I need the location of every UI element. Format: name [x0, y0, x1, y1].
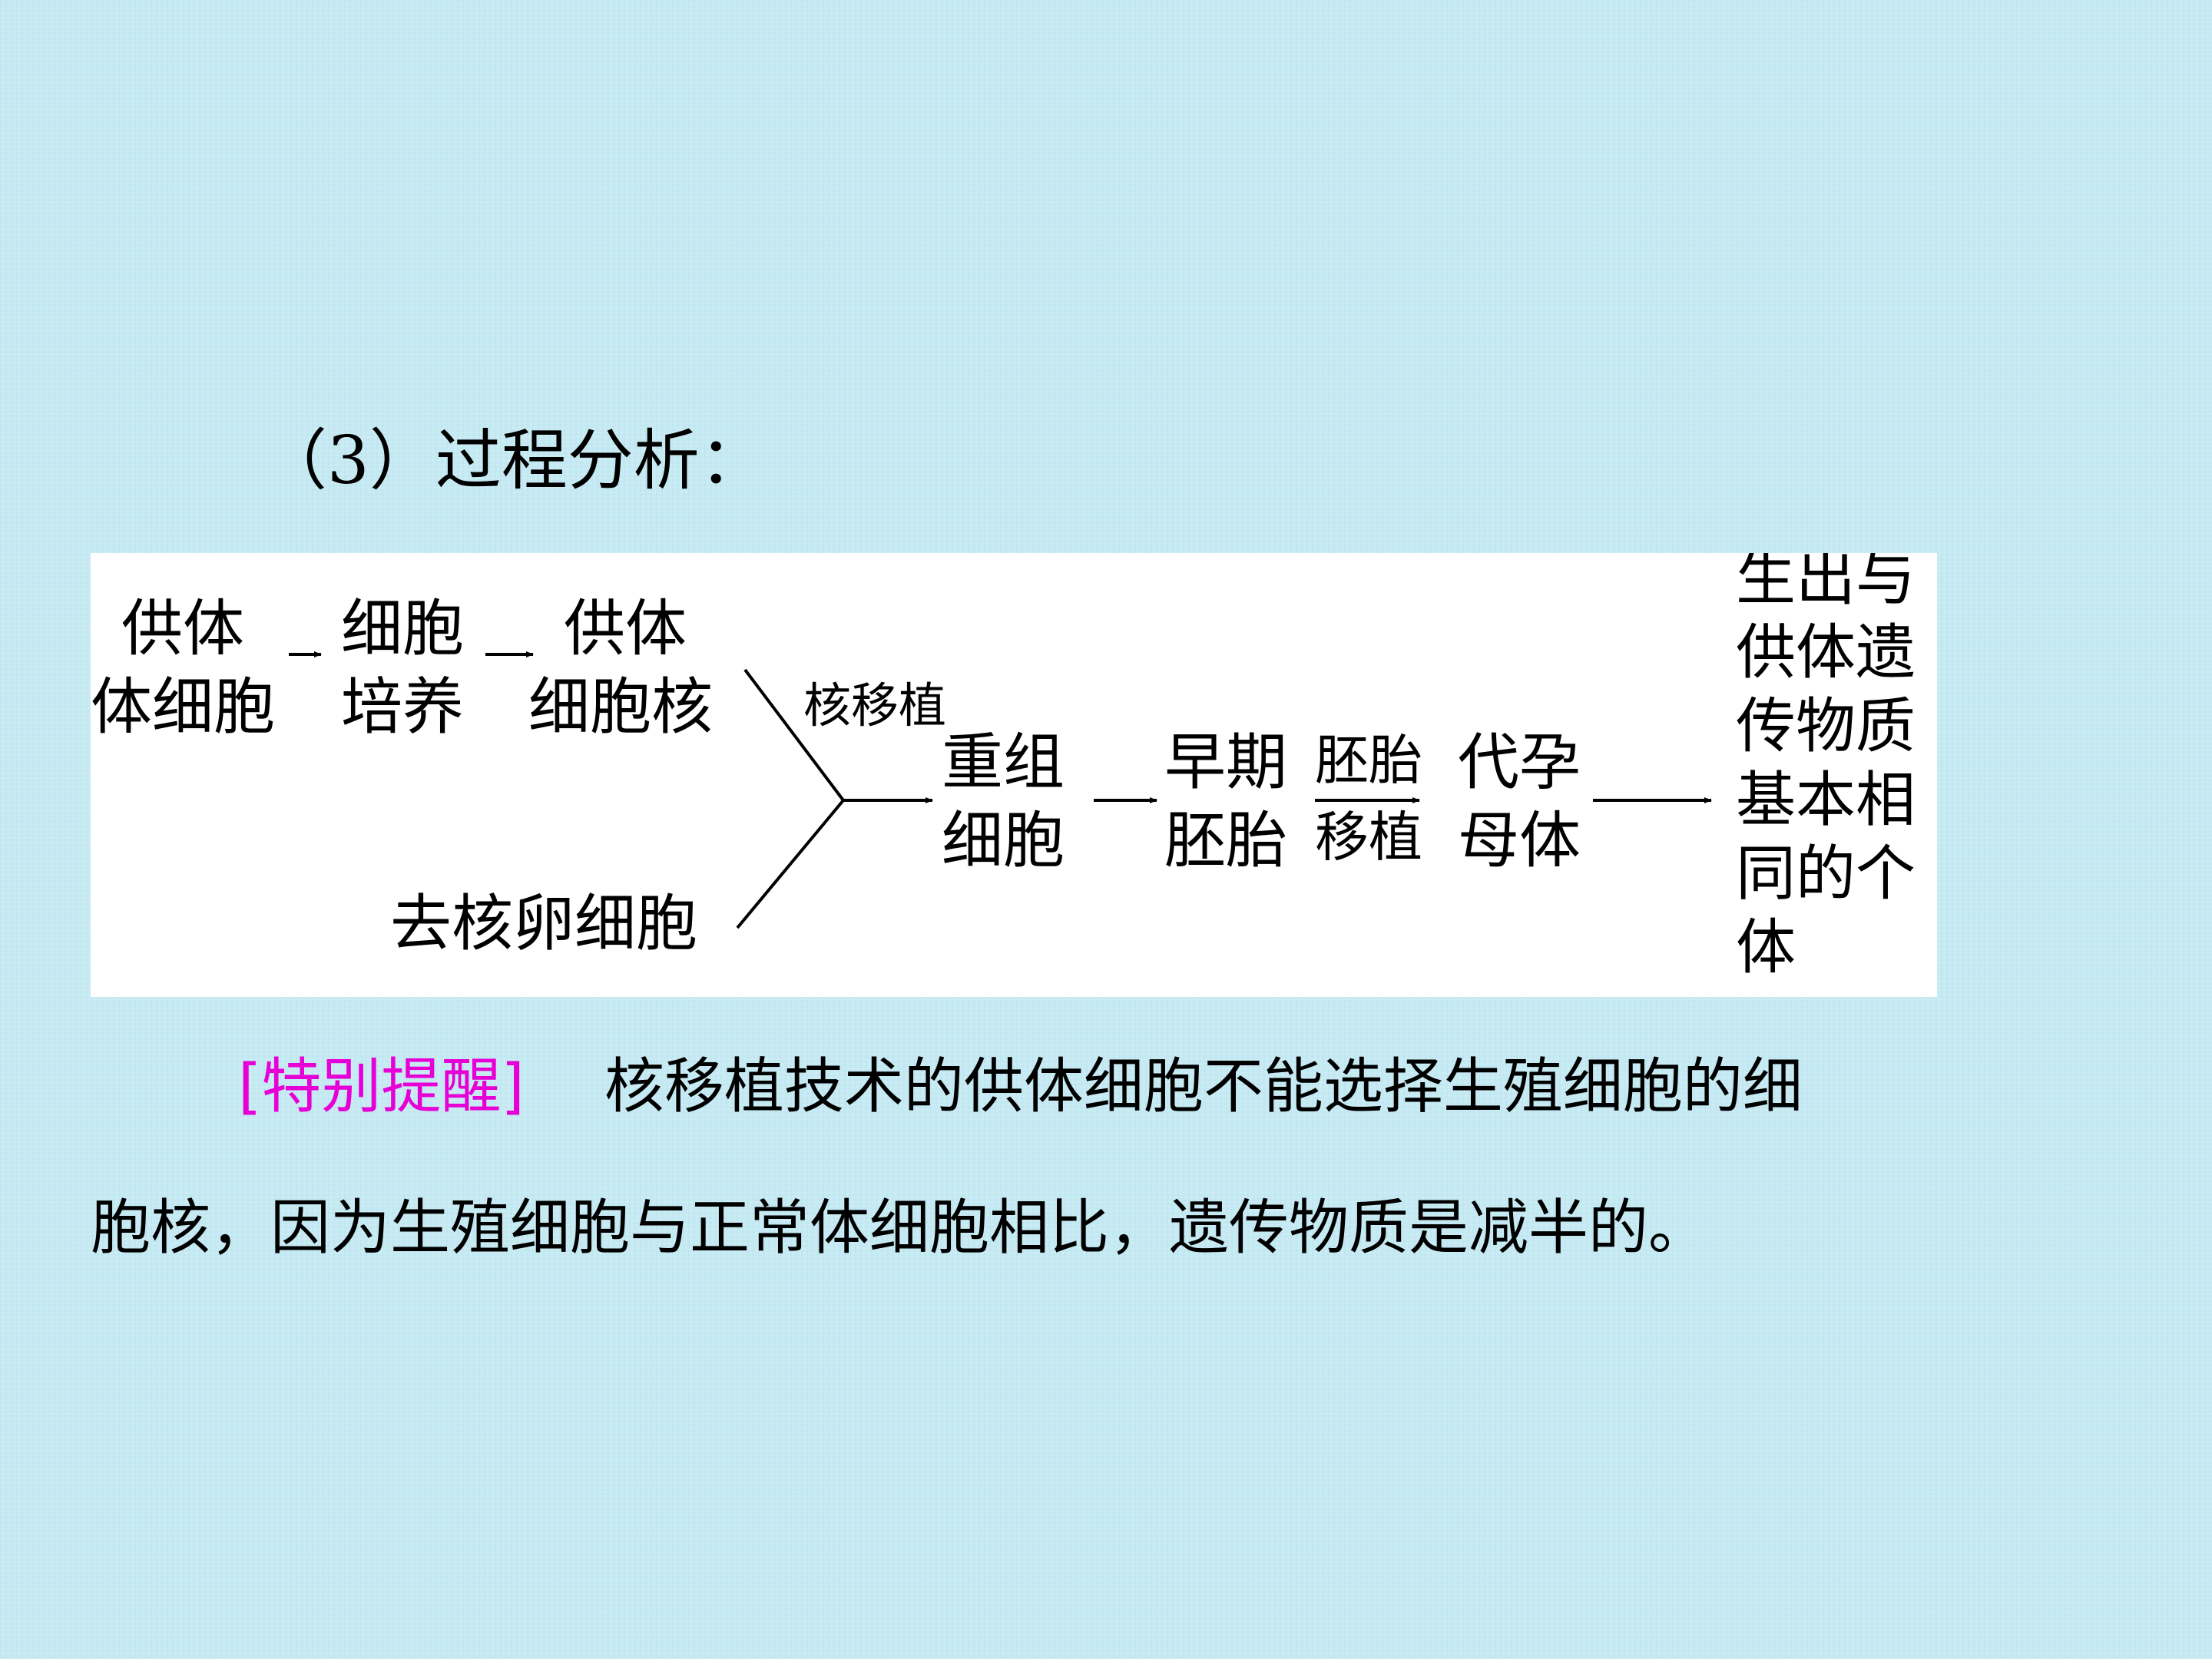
- donor-nucleus-line-2: 细胞核: [528, 671, 713, 743]
- special-note-line-2: 胞核，因为生殖细胞与正常体细胞相比，遗传物质是减半的。: [91, 1186, 1708, 1270]
- embryo-transfer-label-line-2: 移植: [1315, 806, 1422, 869]
- merge-line-upper: [743, 668, 845, 802]
- section-heading: （3）过程分析：: [261, 422, 766, 499]
- embryo-transfer-label-line-1: 胚胎: [1315, 729, 1422, 792]
- flow-diagram: 供体 体细胞 细胞 培养 供体 细胞核 去核卵细胞 核移植 重组 细胞 早期 胚…: [91, 553, 1937, 997]
- cell-culture-line-1: 细胞: [341, 593, 464, 664]
- reconstructed-cell-line-1: 重组: [942, 727, 1065, 798]
- offspring-line-6: 体: [1736, 913, 1796, 982]
- special-note-tag: [特别提醒]: [238, 1052, 525, 1121]
- donor-nucleus-line-1: 供体: [564, 593, 687, 664]
- offspring-line-1: 生出与: [1736, 553, 1916, 614]
- special-note-text-1: 核移植技术的供体细胞不能选择生殖细胞的细: [604, 1052, 1803, 1121]
- merge-line-lower: [736, 799, 845, 929]
- early-embryo-line-2: 胚胎: [1164, 805, 1287, 876]
- offspring-line-2: 供体遗: [1736, 618, 1916, 687]
- special-note-line-1: [特别提醒] 核移植技术的供体细胞不能选择生殖细胞的细: [91, 1045, 1803, 1129]
- surrogate-mother-line-1: 代孕: [1458, 727, 1581, 798]
- early-embryo-line-1: 早期: [1164, 727, 1287, 798]
- reconstructed-cell-line-2: 细胞: [942, 805, 1065, 876]
- special-note-text-2: 胞核，因为生殖细胞与正常体细胞相比，遗传物质是减半的。: [91, 1194, 1709, 1263]
- donor-cell-line-1: 供体: [121, 593, 244, 664]
- offspring-line-3: 传物质: [1736, 692, 1916, 761]
- donor-cell-line-2: 体细胞: [91, 671, 275, 743]
- enucleated-egg: 去核卵细胞: [390, 888, 697, 959]
- nuclear-transfer-label: 核移植: [803, 677, 946, 733]
- offspring-line-4: 基本相: [1736, 766, 1916, 835]
- offspring-line-5: 同的个: [1736, 839, 1916, 909]
- surrogate-mother-line-2: 母体: [1458, 805, 1581, 876]
- cell-culture-line-2: 培养: [341, 671, 464, 743]
